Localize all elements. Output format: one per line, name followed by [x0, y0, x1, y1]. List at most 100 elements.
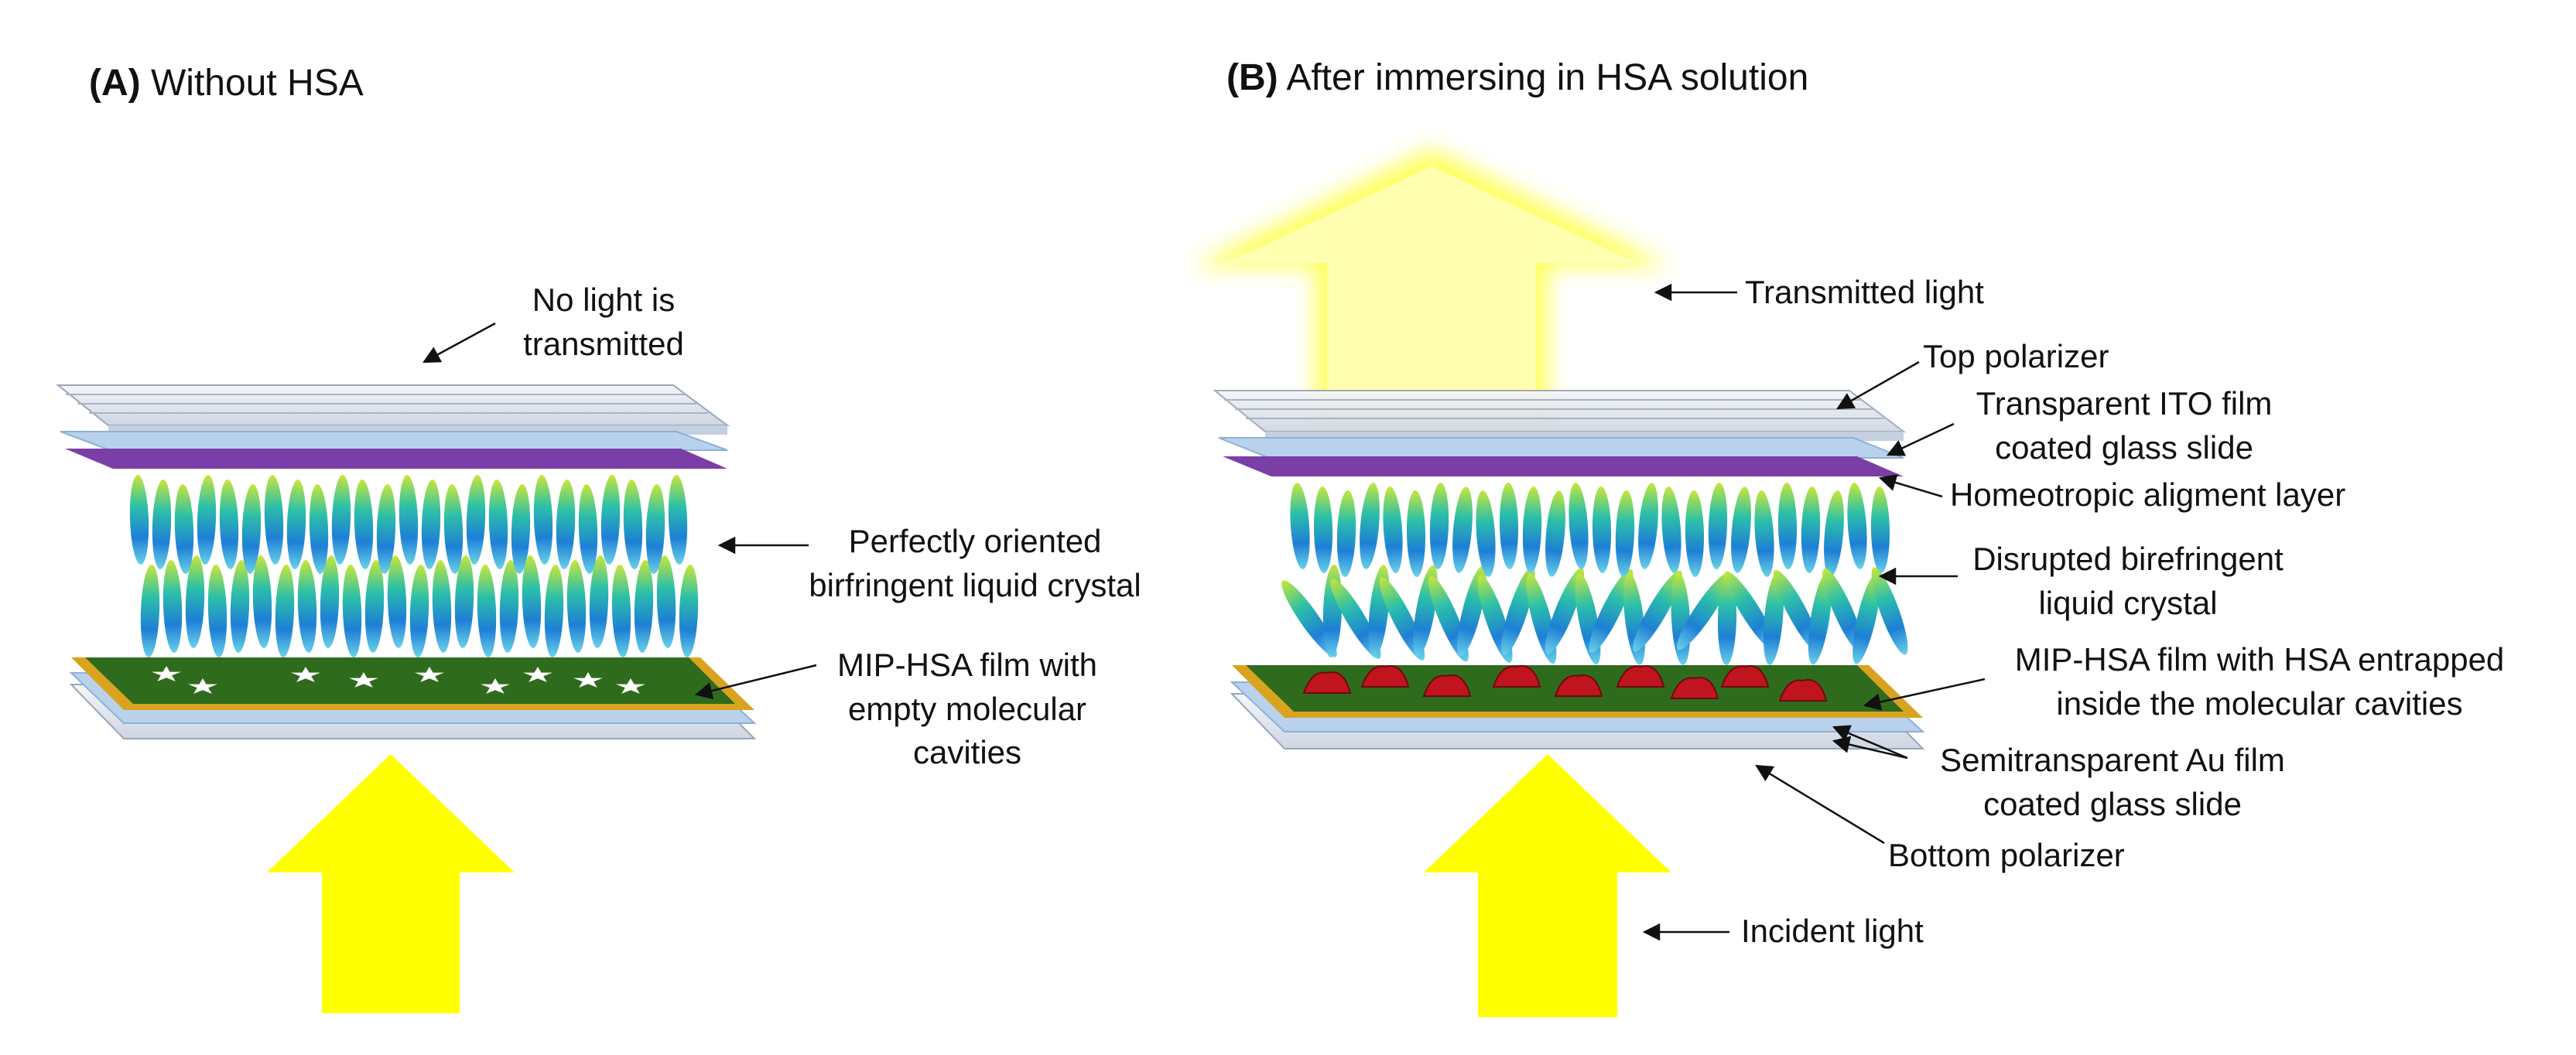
lc-molecule	[399, 475, 419, 565]
lc-molecule	[1708, 483, 1728, 569]
label-au-film-line2: coated glass slide	[1983, 785, 2242, 822]
lc-molecule	[1754, 490, 1774, 577]
panel-a-ito-slide	[60, 431, 728, 451]
lc-molecule	[1383, 487, 1403, 573]
lc-molecule	[679, 565, 699, 657]
panel-a-mip-film	[85, 657, 735, 704]
panel-b-liquid-crystals	[1281, 483, 1908, 665]
lc-molecule	[623, 480, 643, 569]
lc-molecule	[185, 555, 205, 648]
lc-molecule	[421, 480, 441, 569]
panel-a-alignment-layer	[65, 449, 727, 469]
label-au-film: Semitransparent Au film coated glass sli…	[1911, 739, 2314, 826]
label-alignment-layer: Homeotropic aligment layer	[1950, 476, 2346, 513]
lc-molecule	[174, 484, 194, 574]
lc-molecule	[1870, 487, 1890, 573]
lc-molecule	[140, 565, 160, 657]
hsa-protein-icon	[1778, 679, 1828, 702]
panel-b-letter: (B)	[1226, 57, 1278, 98]
lc-molecule	[477, 565, 497, 657]
lc-molecule	[264, 475, 284, 565]
empty-cavity-icon	[481, 678, 510, 694]
lc-molecule	[1569, 483, 1589, 569]
lc-molecule	[1801, 487, 1821, 573]
lc-molecule	[1852, 573, 1880, 664]
label-mip-film-empty-line1: MIP-HSA film with	[836, 647, 1098, 683]
panel-b-incident-light-arrow	[1424, 754, 1671, 1017]
lc-molecule	[1777, 483, 1798, 569]
label-transmitted-light: Transmitted light	[1745, 274, 1984, 310]
lc-molecule	[1615, 490, 1635, 577]
lc-molecule	[331, 475, 351, 565]
lc-molecule	[162, 560, 183, 653]
lc-molecule	[1281, 580, 1337, 657]
lc-molecule	[1724, 571, 1777, 651]
lc-molecule	[499, 560, 519, 653]
lc-molecule	[1429, 483, 1449, 569]
lc-molecule	[1499, 483, 1519, 569]
lc-molecule	[409, 565, 429, 657]
lc-molecule	[645, 484, 665, 574]
label-disrupted-lc: Disrupted birefringent liquid crystal	[1950, 538, 2306, 625]
panel-a-letter: (A)	[89, 63, 141, 104]
empty-cavity-icon	[349, 672, 378, 688]
lc-molecule	[286, 480, 306, 569]
lc-molecule	[1330, 579, 1381, 659]
panel-a-cell	[56, 384, 757, 1013]
label-ito-film: Transparent ITO film coated glass slide	[1938, 382, 2310, 469]
panel-a-top-polarizer	[56, 384, 730, 435]
lc-molecule	[566, 560, 587, 653]
panel-a-title-text: Without HSA	[150, 63, 364, 104]
lc-molecule	[207, 565, 227, 657]
label-no-light-line1: No light is	[532, 282, 676, 318]
label-disrupted-lc-line2: liquid crystal	[2038, 584, 2218, 621]
empty-cavity-icon	[616, 678, 645, 694]
lc-molecule	[656, 555, 676, 648]
lc-molecule	[533, 475, 553, 565]
lc-molecule	[1773, 569, 1821, 653]
label-mip-film-empty-line3: cavities	[912, 734, 1022, 771]
lc-molecule	[432, 560, 452, 653]
lc-molecule	[1871, 567, 1908, 655]
lc-molecule	[634, 560, 654, 653]
lc-molecule	[1592, 487, 1612, 573]
panel-b-ito-slide	[1218, 437, 1904, 459]
lc-molecule	[1522, 487, 1542, 573]
hsa-protein-icon	[1670, 677, 1719, 699]
lc-molecule	[1476, 490, 1496, 577]
panel-b-cell	[1192, 149, 1925, 1017]
hsa-protein-icon	[1554, 674, 1603, 697]
empty-cavity-icon	[573, 672, 603, 688]
lc-molecule	[342, 565, 362, 657]
label-perfect-lc-line2: birfringent liquid crystal	[809, 566, 1141, 603]
empty-cavity-icon	[152, 666, 181, 681]
panel-b-alignment-layer	[1223, 456, 1904, 476]
label-mip-film-empty-line2: empty molecular	[847, 690, 1087, 727]
lc-molecule	[1406, 490, 1426, 577]
lc-molecule	[611, 565, 631, 657]
lc-molecule	[1638, 483, 1658, 569]
lc-molecule	[1824, 490, 1844, 577]
label-perfect-lc: Perfectly oriented birfringent liquid cr…	[774, 520, 1176, 607]
lc-molecule	[1847, 483, 1867, 569]
panel-a-incident-light-arrow	[267, 754, 515, 1013]
label-mip-film-hsa-line2: inside the molecular cavities	[2056, 685, 2463, 722]
lc-molecule	[197, 475, 217, 565]
hsa-protein-icon	[1302, 671, 1352, 694]
lc-molecule	[1808, 572, 1832, 665]
lc-molecule	[275, 565, 295, 657]
lc-molecule	[354, 480, 374, 569]
lc-molecule	[1677, 572, 1731, 650]
hsa-protein-icon	[1360, 665, 1410, 688]
label-no-light-line2: transmitted	[523, 325, 684, 362]
label-mip-film-hsa-line1: MIP-HSA film with HSA entrapped	[2014, 641, 2505, 678]
lc-molecule	[668, 475, 688, 565]
lc-molecule	[1822, 568, 1864, 654]
lc-molecule	[1731, 487, 1751, 573]
lc-molecule	[1360, 483, 1380, 569]
lc-molecule	[454, 555, 474, 648]
lc-molecule	[1545, 568, 1585, 654]
panel-a-title: (A) Without HSA	[89, 62, 364, 104]
lc-molecule	[241, 484, 262, 574]
